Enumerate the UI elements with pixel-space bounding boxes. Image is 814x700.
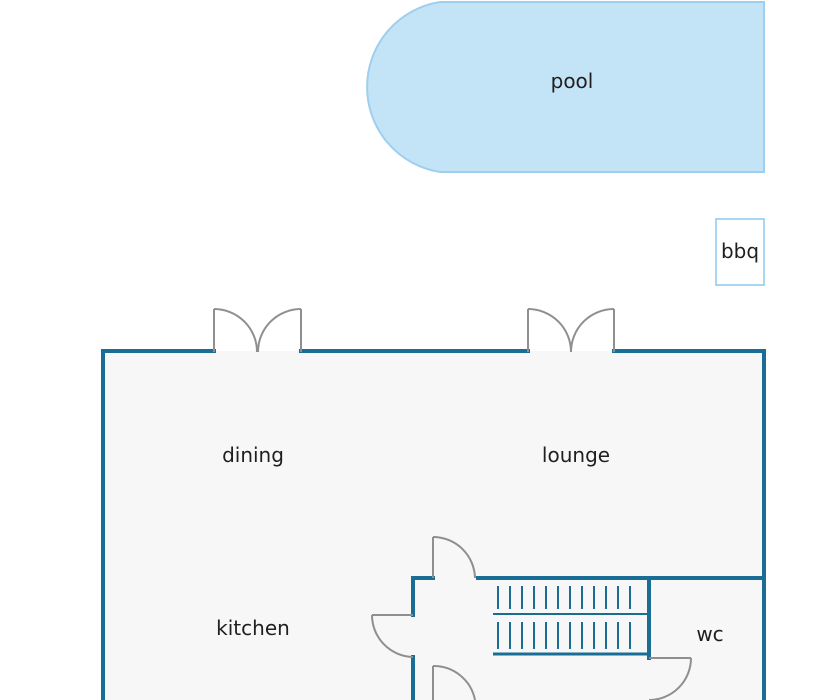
lounge-double-door bbox=[527, 308, 615, 353]
pool-label: pool bbox=[551, 69, 594, 93]
dining-double-door bbox=[213, 308, 302, 353]
kitchen-label: kitchen bbox=[216, 616, 290, 640]
pool-shape bbox=[366, 1, 765, 173]
wc-door bbox=[648, 657, 692, 700]
exterior-walls bbox=[101, 349, 766, 700]
house-floor bbox=[103, 351, 764, 700]
stair-treads-lower bbox=[497, 622, 631, 649]
lounge-label: lounge bbox=[542, 443, 610, 467]
hall-door-bottom bbox=[432, 664, 476, 700]
hall-door-top bbox=[432, 536, 476, 579]
kitchen-door bbox=[371, 614, 414, 658]
wc-label: wc bbox=[696, 622, 723, 646]
bbq-box bbox=[715, 218, 765, 286]
staircase bbox=[493, 613, 649, 656]
dining-label: dining bbox=[222, 443, 284, 467]
stair-treads-upper bbox=[497, 586, 631, 609]
interior-walls bbox=[411, 576, 766, 700]
bbq-label: bbq bbox=[721, 239, 759, 263]
